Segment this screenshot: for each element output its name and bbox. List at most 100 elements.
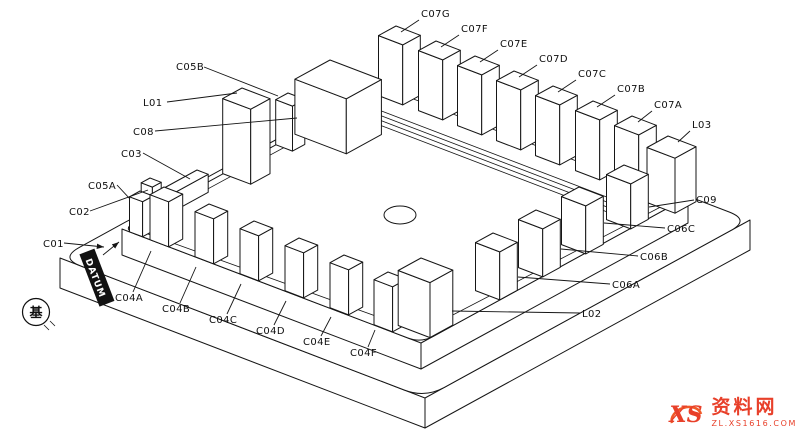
watermark-logo-text: XS xyxy=(668,402,703,428)
label-c06a: C06A xyxy=(612,280,640,291)
leader-c04b xyxy=(179,266,197,304)
label-c04e: C04E xyxy=(303,337,331,348)
leader-c03 xyxy=(142,152,191,180)
post-c04c xyxy=(239,220,274,282)
post-c07c-left-face xyxy=(535,95,561,166)
center-hole xyxy=(383,205,417,225)
watermark-swoosh-icon xyxy=(670,405,703,424)
label-c04a: C04A xyxy=(115,293,143,304)
leader-c06b xyxy=(560,248,639,257)
label-c07f: C07F xyxy=(461,24,488,35)
block-c08-top-face xyxy=(294,59,382,100)
post-c06b-left-face xyxy=(518,219,544,278)
post-c05a-left-face xyxy=(129,196,144,238)
label-c05b: C05B xyxy=(176,62,204,73)
leader-c07g xyxy=(400,19,420,33)
label-c07a: C07A xyxy=(654,100,682,111)
label-c09: C09 xyxy=(696,195,717,206)
post-c04e-top-face xyxy=(329,254,364,271)
datum-arrow xyxy=(102,241,120,256)
label-c07d: C07D xyxy=(539,54,568,65)
leader-c05b xyxy=(203,66,279,97)
block-c08 xyxy=(294,59,382,155)
post-c06c-left-face xyxy=(561,196,587,255)
block-l03-top-face xyxy=(646,135,697,159)
approval-stamp: 基 xyxy=(21,297,56,331)
post-c07g-left-face xyxy=(378,35,404,106)
post-c04e-right-face xyxy=(348,261,364,316)
post-c07f xyxy=(418,40,461,121)
post-c04c-top-face xyxy=(239,220,274,237)
label-c03: C03 xyxy=(121,149,142,160)
post-c06a-top-face xyxy=(475,232,518,253)
post-c04a xyxy=(149,186,184,248)
label-c04b: C04B xyxy=(162,304,190,315)
leader-c01 xyxy=(63,242,105,249)
block-l02-top-face xyxy=(397,257,454,284)
post-c07f-left-face xyxy=(418,50,444,121)
post-c05a-top-face xyxy=(129,190,154,203)
post-c04b-top-face xyxy=(194,203,229,220)
post-c07e-left-face xyxy=(457,65,483,136)
leader-l02 xyxy=(451,310,581,314)
post-c02-top-face xyxy=(140,177,162,188)
post-c09-top-face xyxy=(606,164,649,185)
leader-c07b xyxy=(596,94,616,108)
post-c04c-right-face xyxy=(258,227,274,282)
post-c07c-right-face xyxy=(559,94,578,166)
leader-c06a xyxy=(517,276,611,285)
callout-annotations: C07G C07F C07E C07D C07C C07B C07A L03 C05B L01C0… xyxy=(43,9,717,359)
leader-c07c xyxy=(557,79,577,93)
leader-c05a xyxy=(116,184,131,200)
label-c04f: C04F xyxy=(350,348,377,359)
leader-c07a xyxy=(637,110,653,123)
label-l01: L01 xyxy=(143,98,163,109)
post-c07b xyxy=(575,100,618,181)
post-c07b-left-face xyxy=(575,110,601,181)
post-c04f-left-face xyxy=(373,279,394,333)
post-c07d xyxy=(496,70,539,151)
post-c07c xyxy=(535,85,578,166)
post-c04a-top-face xyxy=(149,186,184,203)
leader-c07f xyxy=(440,34,460,48)
isometric-model xyxy=(59,25,751,429)
leader-c08 xyxy=(154,117,298,132)
label-c07b: C07B xyxy=(617,84,645,95)
leader-c04f xyxy=(367,329,376,348)
label-c05a: C05A xyxy=(88,181,116,192)
label-l03: L03 xyxy=(692,120,712,131)
leader-c07d xyxy=(518,64,538,78)
leader-l03 xyxy=(677,130,691,143)
post-c07g-top-face xyxy=(378,25,421,46)
label-c07c: C07C xyxy=(578,69,606,80)
post-c04d xyxy=(284,237,319,299)
post-c07a-top-face xyxy=(614,115,657,136)
post-c07e xyxy=(457,55,500,136)
post-c04e-left-face xyxy=(329,262,350,316)
post-c07d-top-face xyxy=(496,70,539,91)
post-c04d-left-face xyxy=(284,245,305,299)
leader-l01 xyxy=(166,92,238,103)
post-c06a xyxy=(475,232,518,301)
block-l01-right-face xyxy=(250,98,271,185)
leader-c09 xyxy=(648,199,695,208)
post-c04d-right-face xyxy=(303,244,319,299)
label-c04c: C04C xyxy=(209,315,237,326)
label-l02: L02 xyxy=(582,309,602,320)
post-c04c-left-face xyxy=(239,228,260,282)
leader-c04d xyxy=(273,300,287,326)
label-c01: C01 xyxy=(43,239,64,250)
post-c06c xyxy=(561,186,604,255)
post-c07c-top-face xyxy=(535,85,578,106)
label-c04d: C04D xyxy=(256,326,285,337)
watermark: XS 资料网 ZL.XS1616.COM xyxy=(661,393,800,433)
block-l01-left-face xyxy=(222,98,252,185)
label-c07g: C07G xyxy=(421,9,450,20)
rail-line xyxy=(357,101,639,210)
label-c07e: C07E xyxy=(500,39,528,50)
datum-flag xyxy=(79,248,115,307)
stamp-tick-icon xyxy=(43,324,50,331)
block-l01 xyxy=(222,87,271,185)
